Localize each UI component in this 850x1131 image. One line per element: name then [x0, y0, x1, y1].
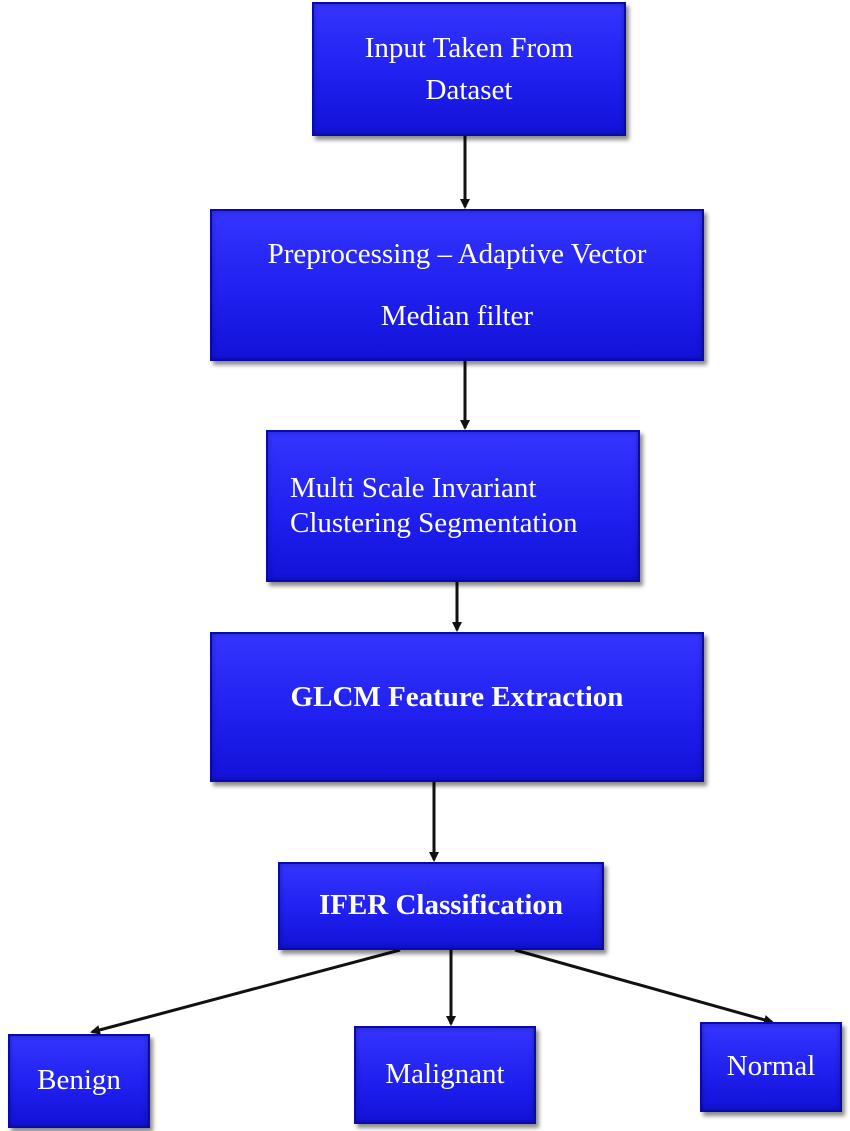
node-label-line: Preprocessing – Adaptive Vector — [267, 237, 647, 270]
node-ifer-classification: IFER Classification — [278, 862, 604, 950]
node-label-line: Normal — [726, 1050, 816, 1083]
arrow-ifer-to-benign — [90, 948, 401, 1035]
node-label-line: Multi Scale Invariant — [290, 471, 537, 504]
node-label-line: Input Taken From — [364, 31, 574, 64]
node-label-line: Clustering Segmentation — [290, 507, 578, 539]
node-label-line: Dataset — [425, 74, 513, 106]
node-input-dataset: Input Taken From Dataset — [312, 2, 626, 136]
node-label-line: Malignant — [385, 1058, 505, 1091]
node-label-line: Median filter — [380, 300, 534, 332]
node-label-line: GLCM Feature Extraction — [290, 681, 624, 713]
node-malignant: Malignant — [354, 1026, 536, 1124]
node-label-line: Benign — [37, 1064, 121, 1097]
node-normal: Normal — [700, 1022, 842, 1112]
node-label-line: IFER Classification — [318, 889, 564, 922]
arrow-ifer-to-normal — [514, 948, 774, 1025]
node-benign: Benign — [8, 1034, 150, 1128]
node-preprocessing: Preprocessing – Adaptive Vector Median f… — [210, 209, 704, 361]
node-glcm-feature-extraction: GLCM Feature Extraction — [210, 632, 704, 782]
node-segmentation: Multi Scale Invariant Clustering Segment… — [266, 430, 640, 582]
